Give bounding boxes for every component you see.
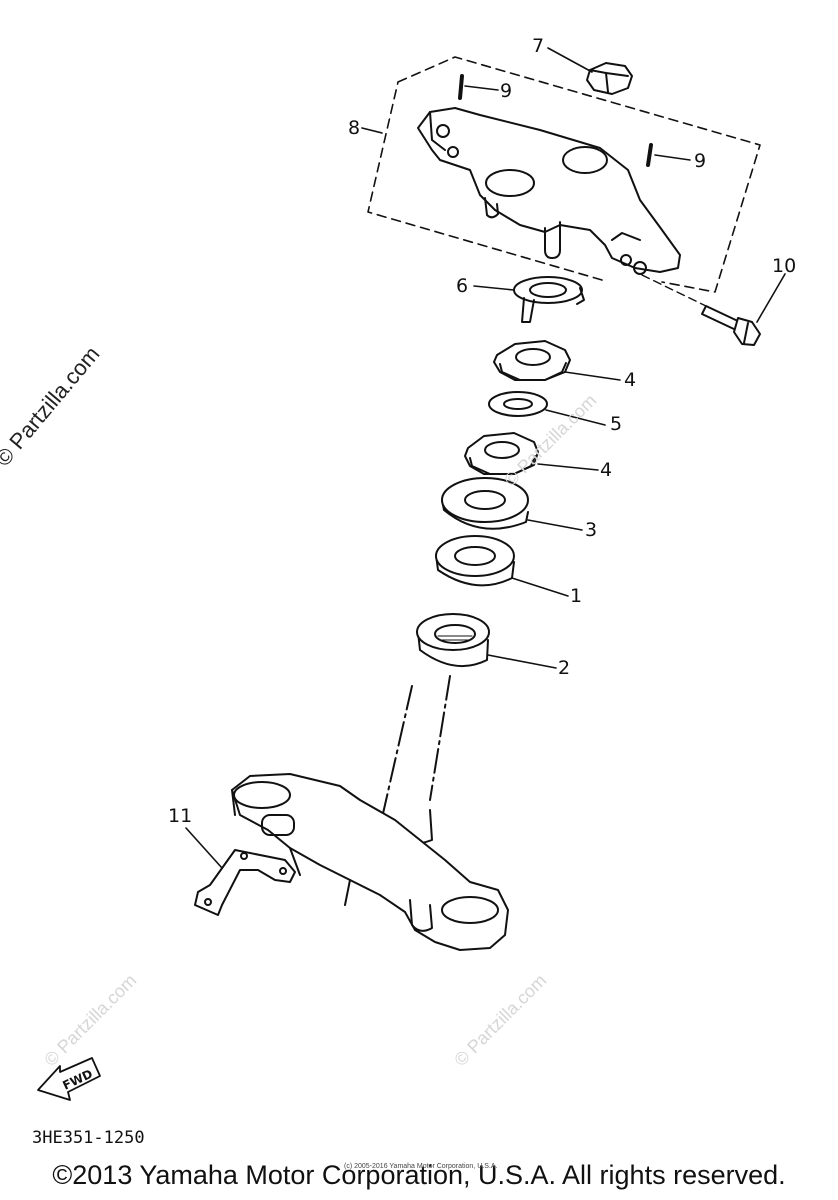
part-ring-nut-upper [493,340,571,381]
callout-7: 7 [532,35,544,57]
callout-2: 2 [558,657,570,679]
callout-3: 3 [585,519,597,541]
small-copyright-text: (c) 2005-2016 Yamaha Motor Corporation, … [344,1163,498,1170]
callout-9-left: 9 [500,80,512,102]
diagram-code: 3HE351-1250 [32,1128,145,1148]
part-dust-seal [441,477,529,530]
callout-5: 5 [610,413,622,435]
part-bearing-race [435,535,515,587]
part-bolt [701,305,761,346]
callout-1: 1 [570,585,582,607]
copyright-text: ©2013 Yamaha Motor Corporation, U.S.A. A… [52,1160,786,1190]
part-pin-left [458,74,464,100]
part-upper-bracket [417,107,681,275]
part-pin-right [646,143,653,167]
callout-11: 11 [168,805,192,827]
part-ring-nut-lower [464,432,539,475]
part-lower-bracket [231,773,509,951]
part-stem-nut [586,62,633,95]
part-hose-bracket [194,849,296,916]
part-lock-washer [513,276,585,323]
callout-4-lower: 4 [600,459,612,481]
callout-10: 10 [772,255,796,277]
callout-8: 8 [348,117,360,139]
callout-6: 6 [456,275,468,297]
upper-bracket-kit-outline [367,56,761,293]
forward-arrow-icon [37,1057,101,1101]
part-bearing [416,613,490,667]
callout-4-upper: 4 [624,369,636,391]
callout-9-right: 9 [694,150,706,172]
part-washer [488,391,548,417]
